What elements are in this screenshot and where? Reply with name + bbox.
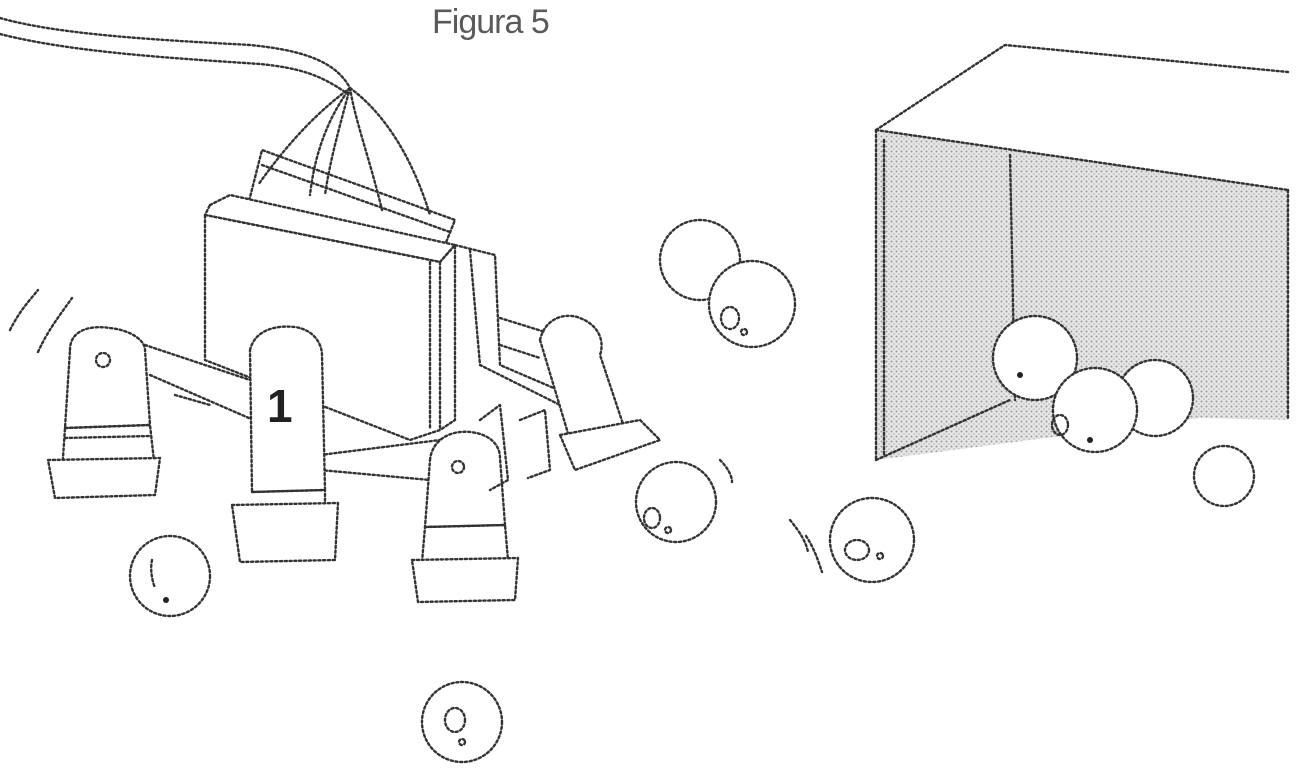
robot-number: 1	[267, 380, 293, 432]
cable-icon	[0, 16, 352, 94]
robot-icon: 1	[46, 86, 662, 604]
ball-icon	[128, 218, 1256, 764]
motion-lines-icon	[8, 288, 824, 574]
figure-title: Figura 5	[432, 3, 550, 41]
